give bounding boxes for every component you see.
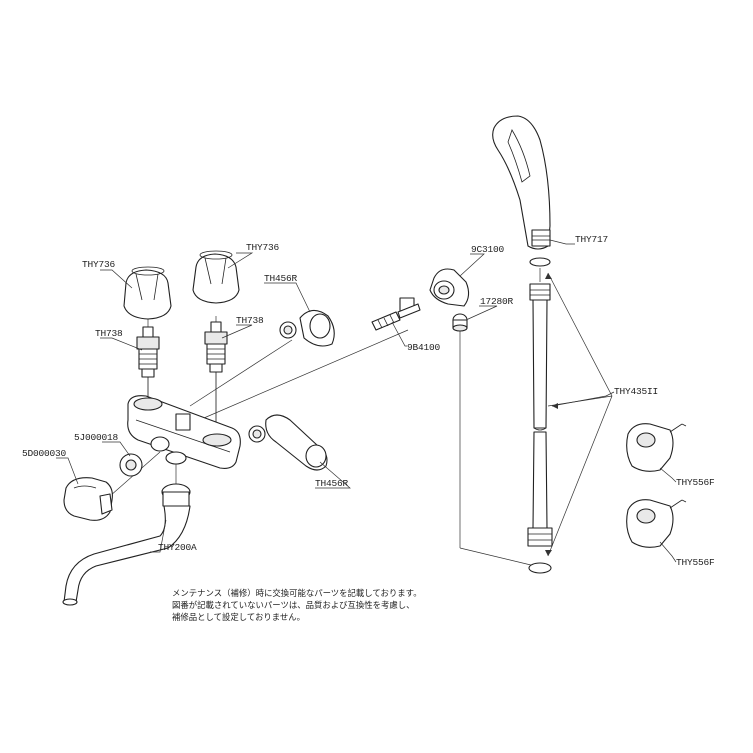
shower-head <box>492 115 551 267</box>
label-holder-upper: THY556F <box>676 477 715 488</box>
label-nipple: 9B4100 <box>407 342 441 353</box>
label-elbow-upper: TH456R <box>264 273 298 284</box>
handle-right <box>192 250 240 304</box>
elbow-lower <box>248 414 328 471</box>
label-elbow-lower: TH456R <box>315 478 349 489</box>
holder-upper <box>626 423 687 472</box>
label-handle-right: THY736 <box>246 242 280 253</box>
label-shower-head: THY717 <box>575 234 608 245</box>
label-handle-left: THY736 <box>82 259 116 270</box>
maintenance-note: メンテナンス（補修）時に交換可能なパーツを記載しております。 図番が記載されてい… <box>172 588 422 622</box>
label-holder-lower: THY556F <box>676 557 715 568</box>
elbow-upper <box>279 309 335 347</box>
note-line-3: 補修品として設定しておりません。 <box>172 612 305 622</box>
faucet-body <box>127 395 241 469</box>
nipple <box>371 297 421 331</box>
label-union: 9C3100 <box>471 244 505 255</box>
label-packing: 17280R <box>480 296 514 307</box>
callout-lines <box>56 239 677 563</box>
label-handle-temp: 5D000030 <box>22 448 67 459</box>
label-headpart-right: TH738 <box>236 315 264 326</box>
cap-small <box>119 453 143 477</box>
packing <box>452 313 468 332</box>
note-line-2: 図番が記載されていないパーツは、品質および互換性を考慮し、 <box>172 600 414 610</box>
handle-left <box>123 266 172 320</box>
headpart-left <box>136 326 160 378</box>
spout <box>62 483 191 606</box>
union-elbow <box>429 268 470 307</box>
label-headpart-left: TH738 <box>95 328 123 339</box>
handle-temp <box>63 477 113 521</box>
part-labels: THY736 TH738 THY736 TH738 TH456R 5J00001… <box>22 234 715 568</box>
shower-hose <box>527 283 553 574</box>
label-hose: THY435II <box>614 386 658 397</box>
note-line-1: メンテナンス（補修）時に交換可能なパーツを記載しております。 <box>172 588 422 598</box>
label-spout: THY200A <box>158 542 197 553</box>
label-cap-small: 5J000018 <box>74 432 119 443</box>
headpart-right <box>204 321 228 373</box>
holder-lower <box>626 499 687 548</box>
